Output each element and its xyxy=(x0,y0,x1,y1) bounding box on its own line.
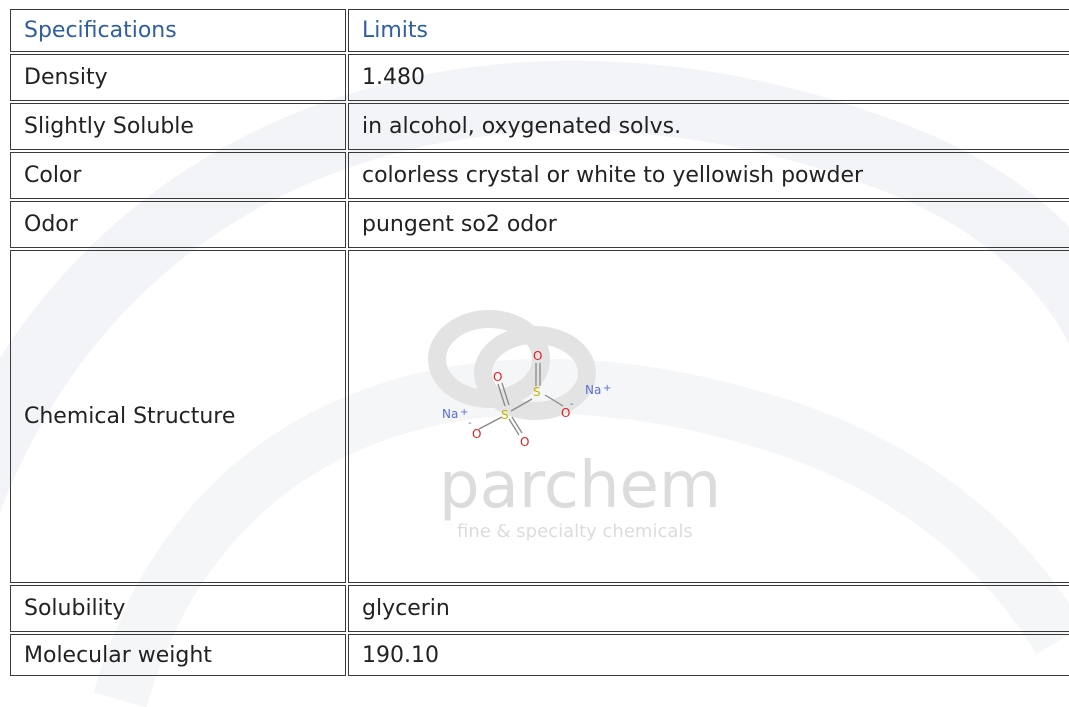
oxygen-left: O xyxy=(472,427,481,441)
sodium-right-charge: + xyxy=(603,383,611,394)
watermark-brand: parchem xyxy=(439,449,721,523)
oxygen-right: O xyxy=(561,406,570,420)
parchem-watermark-logo: parchem fine & specialty chemicals xyxy=(428,310,721,542)
limit-value: pungent so2 odor xyxy=(348,201,1069,248)
spec-label: Chemical Structure xyxy=(10,250,346,583)
spec-label: Solubility xyxy=(10,585,346,632)
limit-value: 1.480 xyxy=(348,54,1069,101)
bonds xyxy=(478,363,564,436)
chemical-structure-cell: parchem fine & specialty chemicals xyxy=(348,250,1069,583)
sodium-right: Na xyxy=(585,383,601,397)
table-row: Density 1.480 xyxy=(10,54,1069,101)
atoms: Na + - O S O O S O O - Na + xyxy=(442,349,611,449)
oxygen-left-charge: - xyxy=(468,418,472,429)
spec-label: Color xyxy=(10,152,346,199)
spec-label: Molecular weight xyxy=(10,634,346,676)
chemical-structure-image: parchem fine & specialty chemicals xyxy=(428,310,721,542)
table-row: Odor pungent so2 odor xyxy=(10,201,1069,248)
table-row: Color colorless crystal or white to yell… xyxy=(10,152,1069,199)
table-row: Slightly Soluble in alcohol, oxygenated … xyxy=(10,103,1069,150)
oxygen-top-right: O xyxy=(533,349,542,363)
sodium-left: Na xyxy=(442,407,458,421)
sodium-left-charge: + xyxy=(460,407,468,418)
table-header-row: Specifications Limits xyxy=(10,9,1069,52)
table-row: Molecular weight 190.10 xyxy=(10,634,1069,676)
limit-value: glycerin xyxy=(348,585,1069,632)
limit-value: in alcohol, oxygenated solvs. xyxy=(348,103,1069,150)
oxygen-bottom: O xyxy=(520,435,529,449)
specifications-table: Specifications Limits Density 1.480 Slig… xyxy=(8,7,1069,678)
spec-label: Slightly Soluble xyxy=(10,103,346,150)
header-specifications: Specifications xyxy=(10,9,346,52)
header-limits: Limits xyxy=(348,9,1069,52)
table-row: Solubility glycerin xyxy=(10,585,1069,632)
watermark-tagline: fine & specialty chemicals xyxy=(457,521,693,542)
sulfur-left: S xyxy=(501,408,509,422)
limit-value: 190.10 xyxy=(348,634,1069,676)
oxygen-top-left: O xyxy=(493,370,502,384)
spec-label: Density xyxy=(10,54,346,101)
limit-value: colorless crystal or white to yellowish … xyxy=(348,152,1069,199)
sulfur-right: S xyxy=(533,385,541,399)
oxygen-right-charge: - xyxy=(570,399,574,410)
table-row: Chemical Structure parchem fine & specia… xyxy=(10,250,1069,583)
spec-label: Odor xyxy=(10,201,346,248)
